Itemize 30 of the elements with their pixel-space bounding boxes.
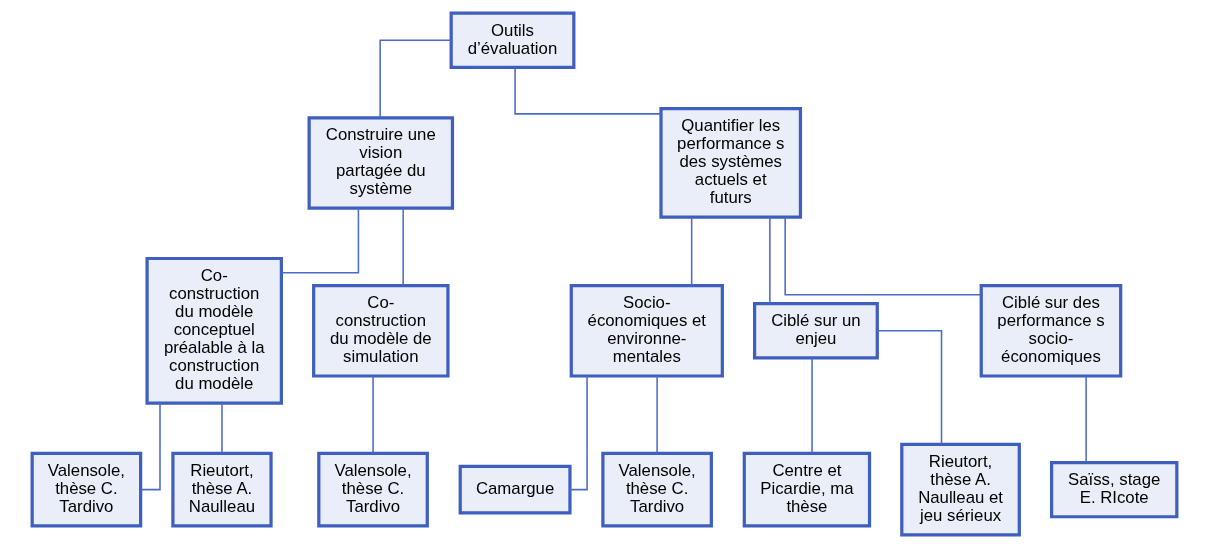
node-box: Camargue: [458, 464, 572, 515]
connector: [656, 375, 658, 454]
node-box: Valensole, thèse C. Tardivo: [317, 451, 429, 528]
connector: [372, 375, 374, 454]
connector: [402, 207, 404, 287]
node-box: Ciblé sur des performance s socio- économiques: [979, 284, 1123, 378]
node-box: Construire une vision partagée du système: [307, 116, 455, 210]
node-box: Ciblé sur un enjeu: [753, 302, 879, 360]
connector: [769, 216, 771, 305]
connector: [811, 357, 813, 454]
node-box: Outils d’évaluation: [449, 11, 576, 69]
node-box: Quantifier les performance s des systèmes actuels et futurs: [659, 107, 803, 219]
connector: [139, 402, 161, 491]
connector: [221, 402, 223, 455]
connector: [514, 66, 662, 115]
connector: [784, 216, 982, 296]
node-box: Co- construction du modèle conceptuel préalable à la construction du modèle: [145, 256, 283, 405]
connector: [876, 330, 943, 445]
node-box: Rieutort, thèse A. Naulleau et jeu sérieux: [900, 442, 1021, 537]
connector: [280, 207, 360, 274]
node-box: Co- construction du modèle de simulation: [312, 284, 450, 378]
node-box: Valensole, thèse C. Tardivo: [601, 451, 713, 528]
connector: [1085, 375, 1087, 463]
connector: [690, 216, 693, 287]
connector: [379, 39, 452, 119]
node-box: Saïss, stage E. RIcote: [1049, 460, 1179, 519]
node-box: Valensole, thèse C. Tardivo: [30, 451, 143, 528]
node-box: Rieutort, thèse A. Naulleau: [171, 451, 273, 528]
node-box: Socio- économiques et environne- mentales: [569, 284, 724, 378]
node-box: Centre et Picardie, ma thèse: [742, 451, 872, 528]
